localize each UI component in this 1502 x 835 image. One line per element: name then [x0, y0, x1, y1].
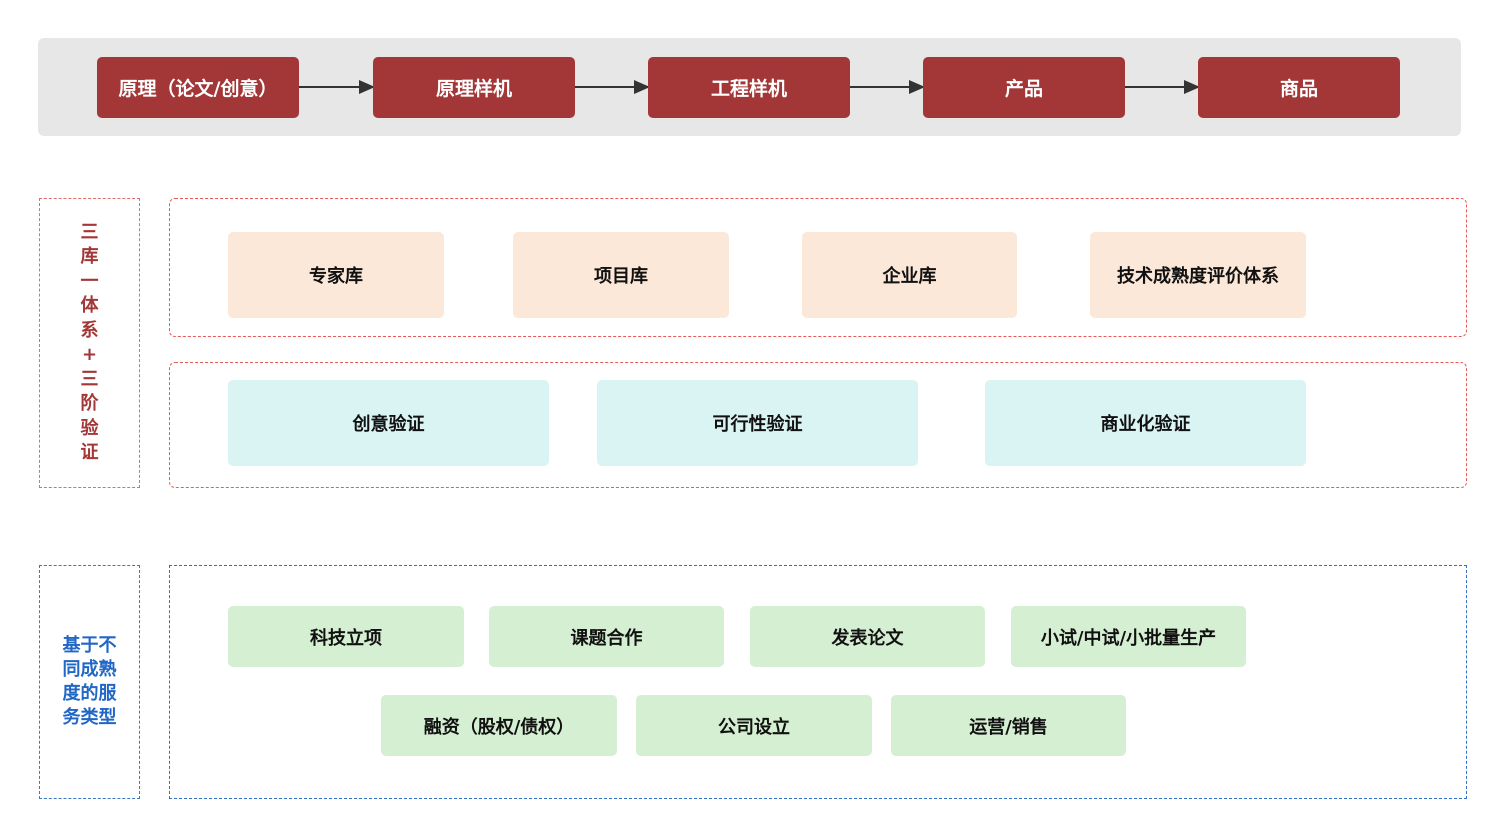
label-char: 验 [80, 417, 99, 439]
label-char: + [81, 344, 98, 365]
validation-commercial: 商业化验证 [985, 380, 1306, 466]
service-operations-sales: 运营/销售 [891, 695, 1126, 756]
arrow-icon [850, 80, 925, 94]
label-line: 基于不 [62, 635, 117, 656]
service-tech-project: 科技立项 [228, 606, 464, 667]
label-line: 务类型 [62, 707, 117, 728]
label-char: 三 [80, 368, 99, 390]
stage-principle: 原理（论文/创意） [97, 57, 299, 118]
arrow-icon [575, 80, 650, 94]
service-financing: 融资（股权/债权） [381, 695, 617, 756]
label-char: 系 [80, 319, 99, 341]
library-projects: 项目库 [513, 232, 729, 318]
validation-feasibility: 可行性验证 [597, 380, 918, 466]
stage-engineering-prototype: 工程样机 [648, 57, 850, 118]
label-line: 同成熟 [62, 659, 117, 680]
label-char: 阶 [80, 393, 99, 414]
service-research-cooperation: 课题合作 [489, 606, 724, 667]
library-experts: 专家库 [228, 232, 444, 318]
label-char: 库 [80, 246, 99, 267]
label-char: 一 [80, 270, 99, 292]
service-trial-production: 小试/中试/小批量生产 [1011, 606, 1246, 667]
label-line: 度的服 [62, 683, 117, 704]
services-group [169, 565, 1467, 799]
stage-product: 产品 [923, 57, 1125, 118]
label-char: 三 [80, 221, 99, 243]
section2-side-label: 基于不 同成熟 度的服 务类型 [39, 565, 140, 799]
trl-evaluation-system: 技术成熟度评价体系 [1090, 232, 1306, 318]
arrow-icon [1125, 80, 1200, 94]
libraries-group [169, 198, 1467, 337]
arrow-icon [299, 80, 375, 94]
section1-side-label: 三 库 一 体 系 + 三 阶 验 证 [39, 198, 140, 488]
label-char: 体 [80, 295, 99, 316]
stage-commodity: 商品 [1198, 57, 1400, 118]
validations-group [169, 362, 1467, 488]
label-char: 证 [80, 442, 99, 463]
library-enterprises: 企业库 [802, 232, 1017, 318]
validation-idea: 创意验证 [228, 380, 549, 466]
service-company-setup: 公司设立 [636, 695, 872, 756]
service-publish-paper: 发表论文 [750, 606, 985, 667]
stage-principle-prototype: 原理样机 [373, 57, 575, 118]
